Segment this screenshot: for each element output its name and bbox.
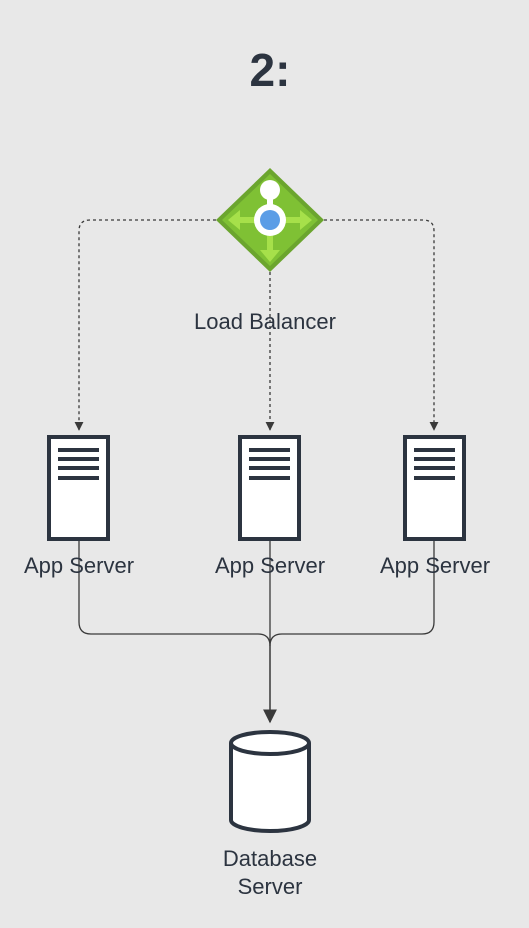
load-balancer-icon <box>216 168 324 272</box>
app-server-1-label: App Server <box>24 553 134 578</box>
app-server-2: App Server <box>215 435 325 578</box>
server-icon <box>238 435 301 541</box>
server-icon <box>403 435 466 541</box>
page-title: 2: <box>250 44 291 96</box>
connector-lb-to-server-1 <box>74 219 222 431</box>
connector-lb-to-server-3 <box>318 219 439 431</box>
connector-server-3-to-db <box>269 540 435 647</box>
app-server-2-label: App Server <box>215 553 325 578</box>
app-server-3-label: App Server <box>380 553 490 578</box>
database-server: Database Server <box>223 730 317 899</box>
database-label-line1: Database <box>223 846 317 871</box>
load-balancer-label: Load Balancer <box>194 309 336 334</box>
database-label-line2: Server <box>238 874 303 899</box>
lb-connectors <box>74 219 439 431</box>
db-connectors <box>78 540 435 724</box>
connector-server-1-to-db <box>78 540 277 724</box>
database-icon <box>229 730 311 833</box>
server-icon <box>47 435 110 541</box>
app-server-3: App Server <box>380 435 490 578</box>
app-server-1: App Server <box>24 435 134 578</box>
